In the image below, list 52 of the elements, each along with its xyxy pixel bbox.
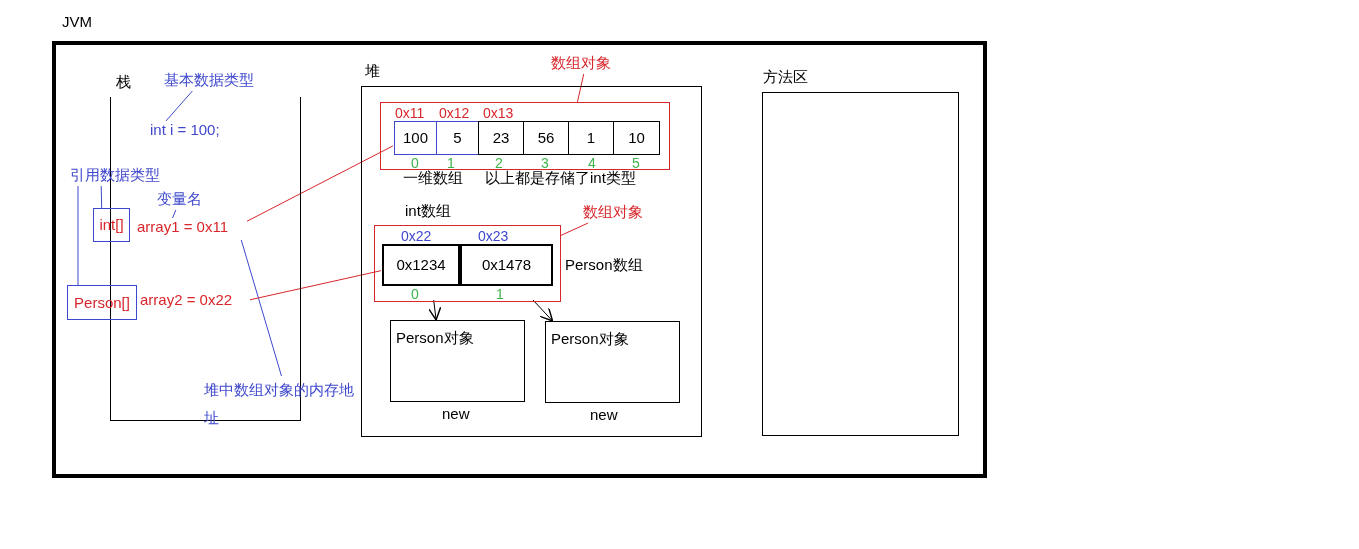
caption-text: new bbox=[442, 405, 470, 423]
region-heading: 堆 bbox=[365, 62, 380, 80]
annotation-text: 变量名 bbox=[157, 190, 209, 208]
array-cell: 5 bbox=[436, 121, 479, 155]
code-text: int i = 100; bbox=[150, 121, 236, 139]
leader-line bbox=[240, 239, 282, 377]
reference-line bbox=[249, 270, 382, 301]
note-text: int数组 bbox=[405, 202, 451, 220]
index-label: 4 bbox=[588, 156, 596, 170]
person-object-box: Person对象 bbox=[545, 321, 680, 403]
leader-line bbox=[100, 185, 103, 209]
caption-text: new bbox=[590, 406, 618, 424]
array-object-box bbox=[374, 225, 561, 302]
array-cell: 10 bbox=[613, 121, 660, 155]
region-heading: 栈 bbox=[116, 73, 131, 91]
leader-line bbox=[576, 73, 585, 103]
index-label: 0 bbox=[411, 156, 419, 170]
array-cell: 56 bbox=[523, 121, 569, 155]
reference-line bbox=[246, 145, 394, 222]
leader-line bbox=[77, 185, 79, 286]
index-label: 5 bbox=[632, 156, 640, 170]
array-cell: 23 bbox=[478, 121, 524, 155]
person-object-box: Person对象 bbox=[390, 320, 525, 402]
code-text: array1 = 0x11 bbox=[137, 218, 247, 236]
address-label: 0x11 bbox=[395, 106, 425, 120]
annotation-text: 基本数据类型 bbox=[164, 71, 264, 89]
index-label: 2 bbox=[495, 156, 503, 170]
index-label: 1 bbox=[447, 156, 455, 170]
note-text: 以上都是存储了int类型 bbox=[485, 169, 636, 187]
address-label: 0x22 bbox=[401, 229, 432, 243]
array-cell: 0x1478 bbox=[460, 244, 553, 286]
index-label: 3 bbox=[541, 156, 549, 170]
annotation-text: 数组对象 bbox=[583, 203, 649, 221]
leader-line bbox=[560, 222, 589, 236]
index-label: 1 bbox=[496, 287, 504, 301]
arrow bbox=[428, 299, 442, 321]
array-cell: 1 bbox=[568, 121, 614, 155]
array-object-box bbox=[380, 102, 670, 170]
arrow bbox=[532, 299, 554, 322]
leader-line bbox=[165, 90, 193, 122]
array-cell: 0x1234 bbox=[382, 244, 460, 286]
address-label: 0x12 bbox=[439, 106, 470, 120]
region-heading: 方法区 bbox=[763, 68, 808, 86]
array-cell: 100 bbox=[394, 121, 437, 155]
index-label: 0 bbox=[411, 287, 419, 301]
code-text: array2 = 0x22 bbox=[140, 291, 250, 309]
annotation-text: 数组对象 bbox=[551, 54, 617, 72]
region-heading: JVM bbox=[62, 13, 92, 31]
leader-line bbox=[172, 209, 177, 219]
note-text: 一维数组 bbox=[403, 169, 463, 187]
address-label: 0x23 bbox=[478, 229, 509, 243]
address-label: 0x13 bbox=[483, 106, 514, 120]
